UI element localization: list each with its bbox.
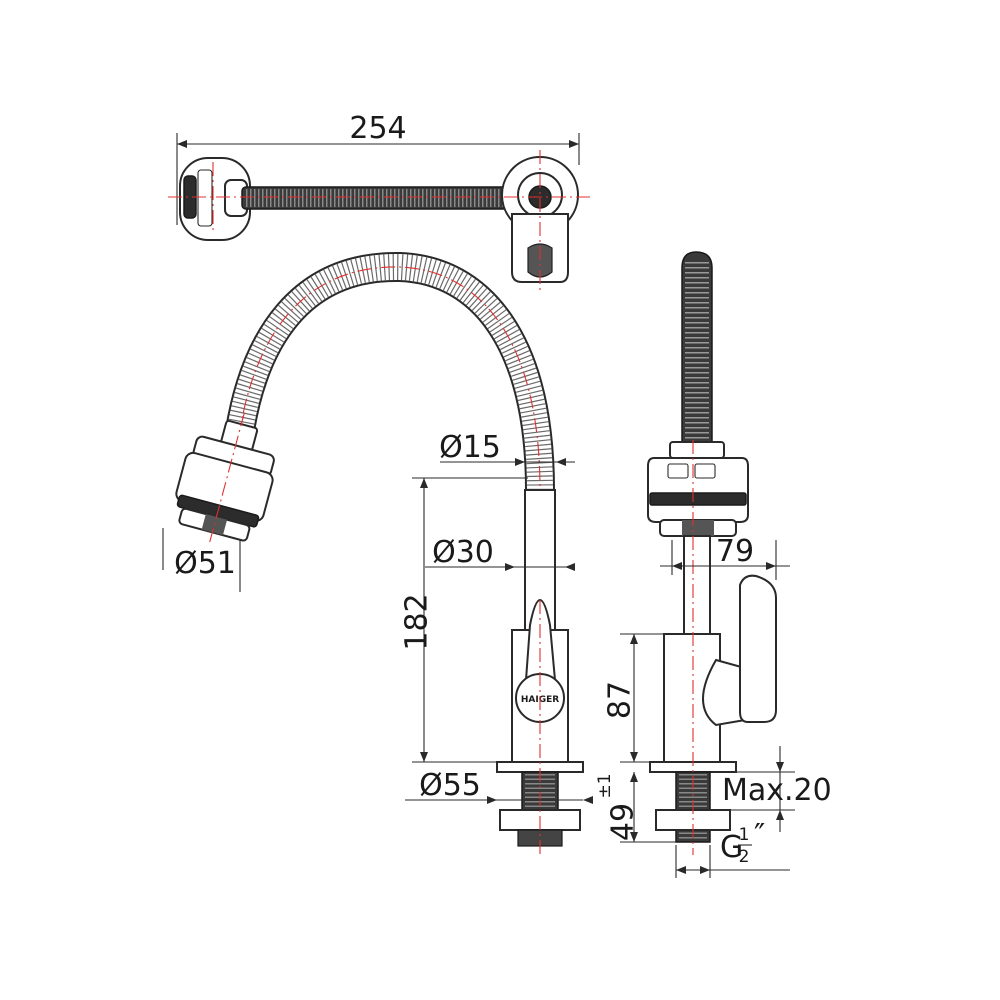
arrow-left-icon [556, 458, 566, 466]
base-diameter-label: Ø55 [419, 768, 481, 803]
top-handle-grip [527, 243, 553, 278]
thread-denominator-label: 2 [739, 847, 750, 867]
thread-prefix-label: G [720, 830, 743, 865]
head-diameter-label: Ø51 [174, 546, 236, 581]
side-pause-button-icon [694, 463, 716, 479]
front-hose-centerline [239, 266, 541, 600]
top-view: 254 [168, 111, 590, 290]
side-lever-joint [702, 658, 746, 727]
hose-diameter-label: Ø15 [439, 430, 501, 465]
front-spray-head [175, 412, 275, 544]
max-thickness-label: Max.20 [722, 773, 832, 808]
shank-length-label: 49 [606, 803, 641, 841]
thread-suffix-label: ″ [754, 818, 765, 853]
thread-numerator-label: 1 [739, 825, 750, 845]
side-mode-button-icon [667, 463, 689, 479]
side-lever [739, 574, 777, 723]
overall-length-label: 254 [349, 111, 406, 146]
arrow-right-icon [515, 458, 525, 466]
spout-height-label: 182 [400, 593, 435, 650]
front-view: Ø51 Ø15 Ø30 HAIGER 182 [162, 251, 593, 855]
body-diameter-label: Ø30 [432, 535, 494, 570]
side-spray-head [647, 457, 749, 523]
side-head-collar [669, 441, 725, 459]
shank-tolerance-label: ±1 [595, 773, 615, 798]
side-spout-pipe [683, 535, 711, 635]
arrow-left-icon [177, 140, 187, 148]
depth-label: 79 [716, 534, 754, 569]
side-hose [681, 251, 713, 449]
arrow-right-icon [569, 140, 579, 148]
top-head-ring [197, 169, 213, 227]
front-lever [524, 599, 557, 681]
handle-height-label: 87 [603, 681, 638, 719]
side-view: 79 87 49 ±1 Max.20 G 1 2 ″ [595, 251, 832, 878]
